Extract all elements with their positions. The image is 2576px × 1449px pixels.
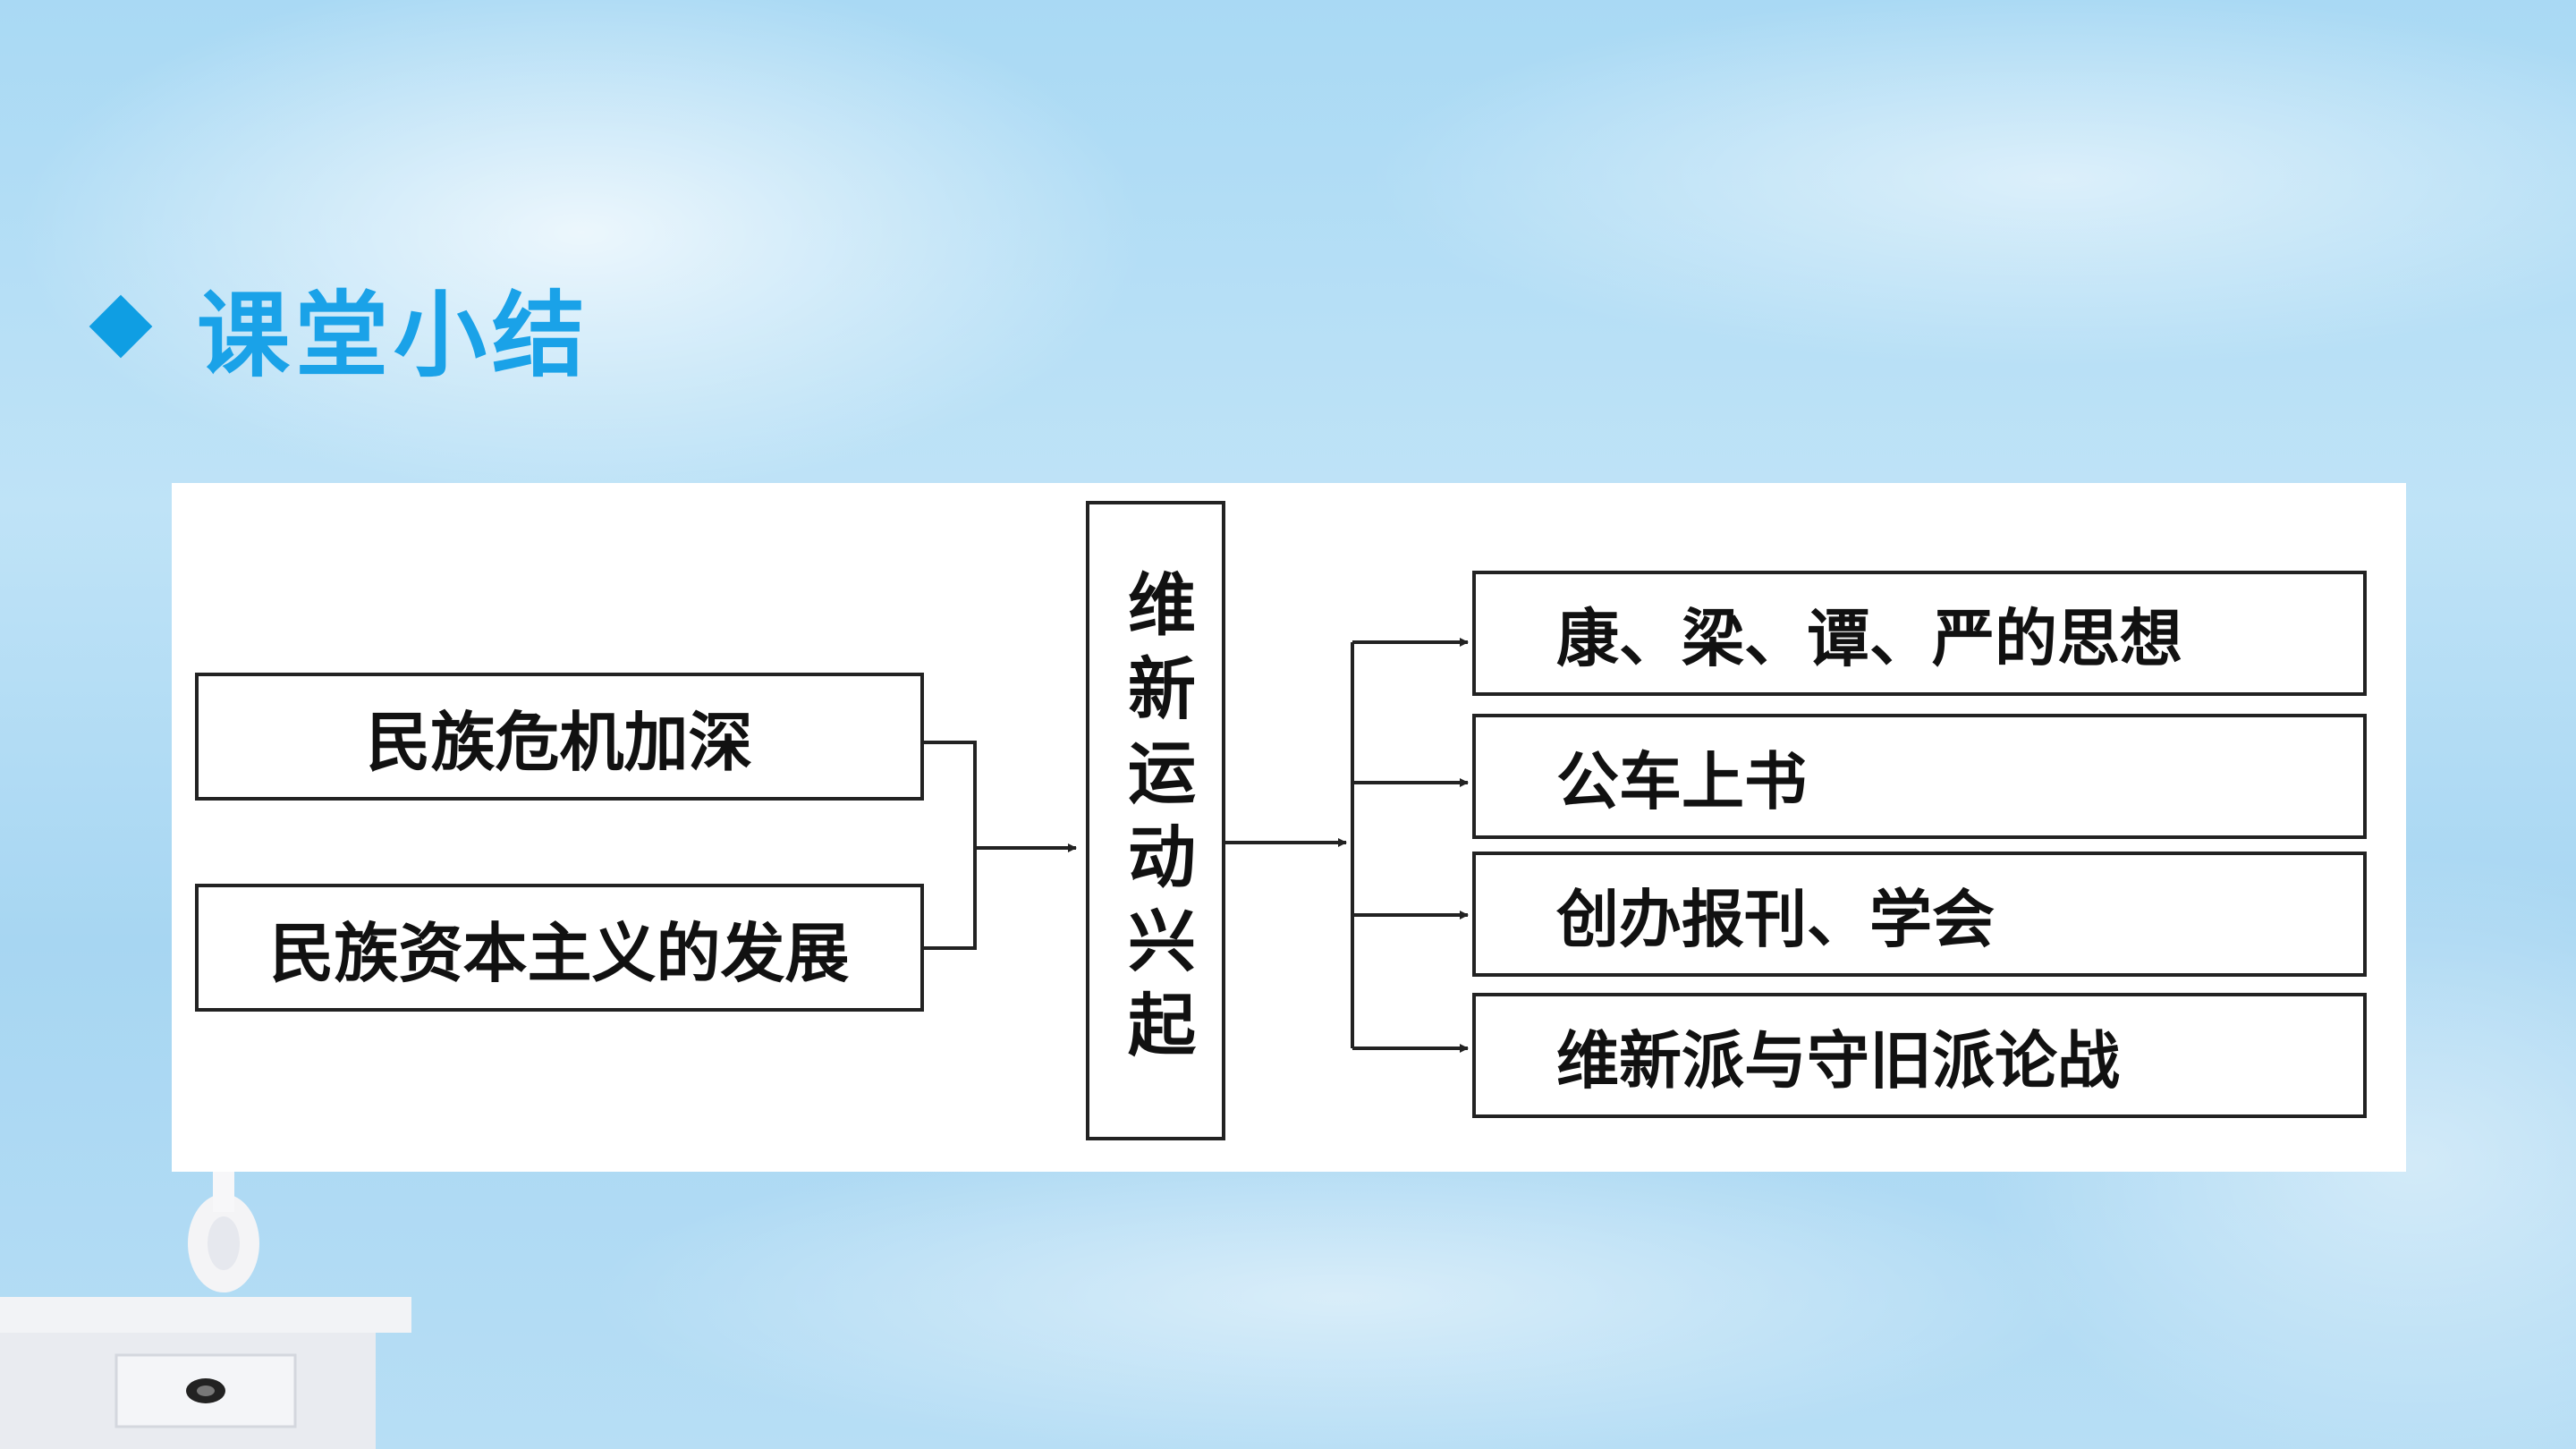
vase-decoration	[188, 1167, 259, 1292]
cause-bracket-line	[923, 741, 977, 950]
center-box: 维新运动兴起	[1086, 501, 1225, 1140]
cause-box-1: 民族危机加深	[195, 673, 924, 801]
diamond-icon	[89, 294, 153, 359]
result-box-3: 创办报刊、学会	[1472, 852, 2367, 977]
result-box-4: 维新派与守旧派论战	[1472, 993, 2367, 1118]
section-heading: 课堂小结	[89, 268, 590, 390]
result-box-2: 公车上书	[1472, 714, 2367, 839]
heading-title: 课堂小结	[197, 280, 591, 390]
summary-diagram: 民族危机加深 民族资本主义的发展 维新运动兴起 康、梁、谭、严的思想 公车上书 …	[172, 483, 2406, 1172]
cause-box-2: 民族资本主义的发展	[195, 884, 924, 1012]
diagram-connectors	[923, 638, 1469, 1053]
result-box-1: 康、梁、谭、严的思想	[1472, 571, 2367, 696]
cabinet-decoration	[0, 1297, 411, 1449]
